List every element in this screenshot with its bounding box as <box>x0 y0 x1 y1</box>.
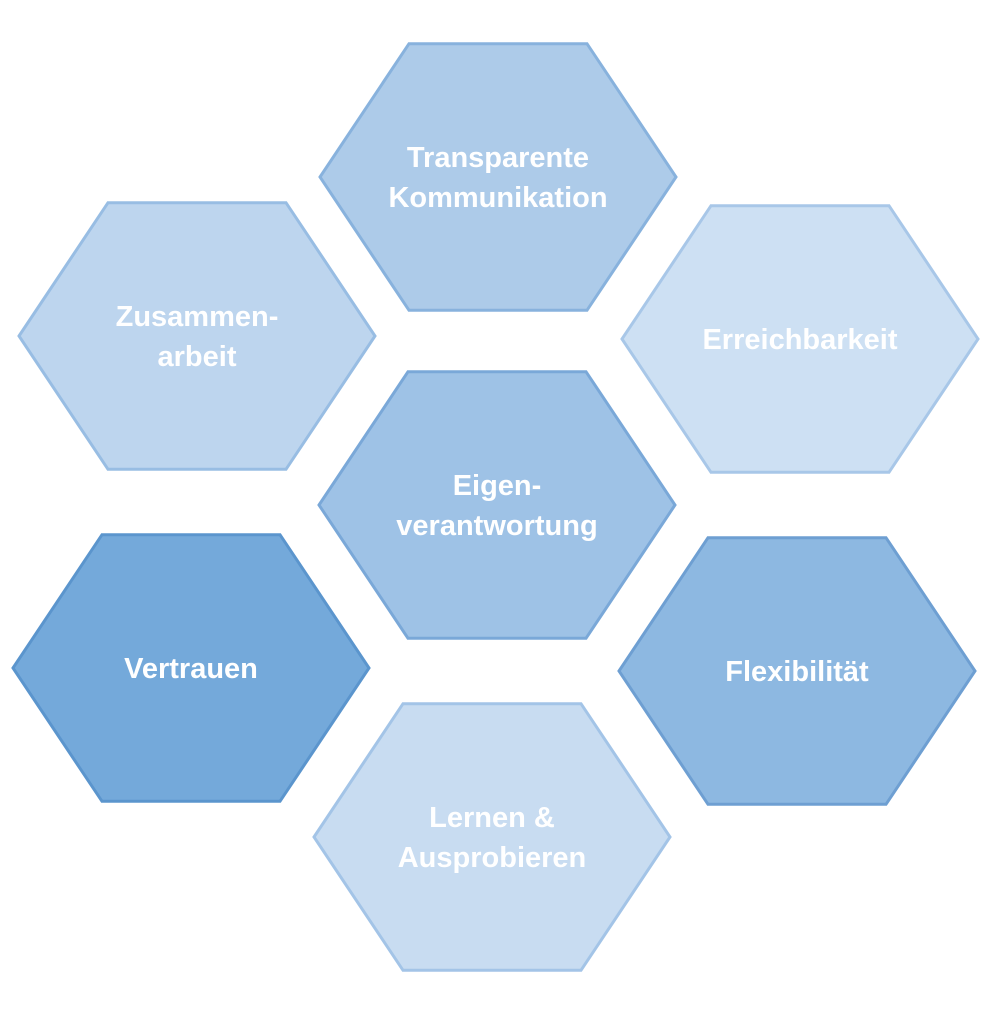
hexagon-layer: TransparenteKommunikationZusammen-arbeit… <box>11 42 980 972</box>
hexagon-label-center-line-2: verantwortung <box>396 510 597 542</box>
hexagon-shape-bottom <box>312 702 672 972</box>
hexagon-shape-upper-left <box>17 201 377 471</box>
hexagon-label-top-line-1: Transparente <box>407 142 589 174</box>
hexagon-shape-upper-right <box>620 204 980 474</box>
hexagon-shape-lower-right <box>617 536 977 806</box>
hexagon-label-bottom-line-1: Lernen & <box>429 802 555 834</box>
hexagon-label-center-line-1: Eigen- <box>453 470 542 502</box>
hexagon-lower-left: Vertrauen <box>11 533 371 803</box>
hexagon-label-upper-left-line-1: Zusammen- <box>116 301 279 333</box>
hexagon-lower-right: Flexibilität <box>617 536 977 806</box>
hexagon-shape-center <box>317 370 677 640</box>
hexagon-shape-top <box>318 42 678 312</box>
hexagon-center: Eigen-verantwortung <box>317 370 677 640</box>
hexagon-label-top-line-2: Kommunikation <box>388 182 607 214</box>
hexagon-label-upper-right-line-1: Erreichbarkeit <box>702 324 897 356</box>
hexagon-bottom: Lernen & Ausprobieren <box>312 702 672 972</box>
hexagon-label-upper-left-line-2: arbeit <box>158 341 237 373</box>
hexagon-upper-right: Erreichbarkeit <box>620 204 980 474</box>
hexagon-label-lower-right-line-1: Flexibilität <box>725 656 869 688</box>
hexagon-shape-lower-left <box>11 533 371 803</box>
hexagon-label-bottom-line-2: Ausprobieren <box>398 842 587 874</box>
hexagon-upper-left: Zusammen-arbeit <box>17 201 377 471</box>
hexagon-label-lower-left-line-1: Vertrauen <box>124 653 258 685</box>
